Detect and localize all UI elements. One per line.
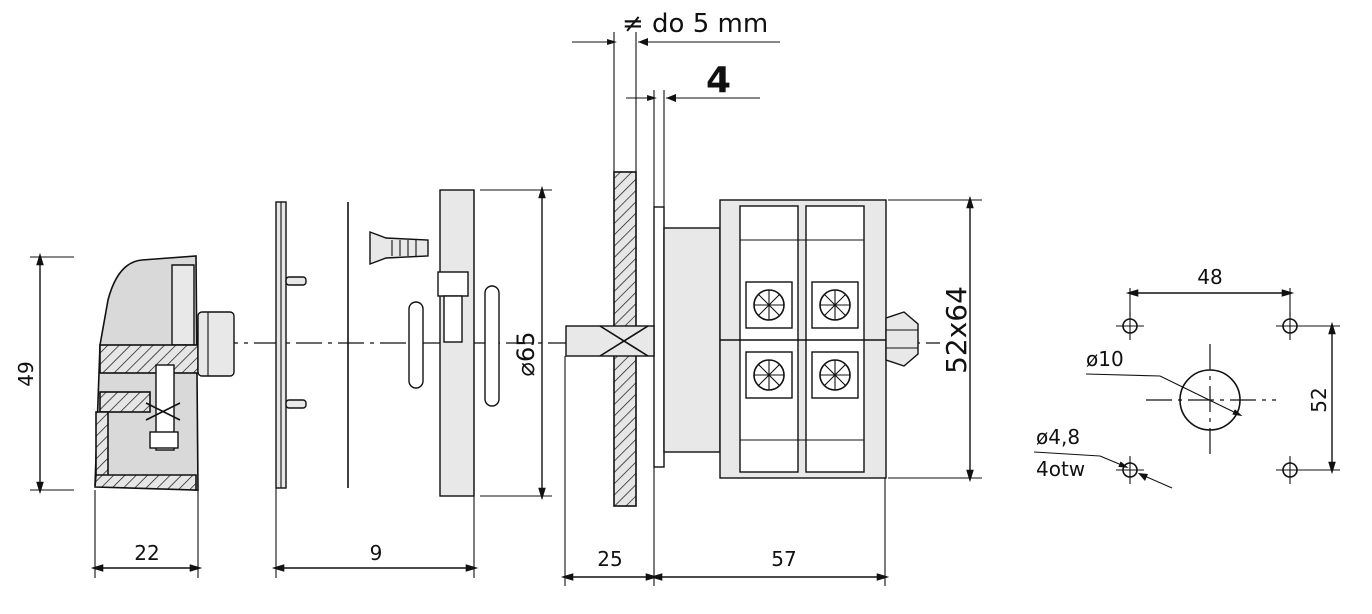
center-hole [1146, 344, 1276, 460]
dimension-plate-4: 4 [626, 60, 760, 207]
spacing-52-text: 52 [1307, 387, 1331, 412]
seal-plate [653, 206, 665, 468]
dim-25-text: 25 [597, 547, 622, 571]
dim-52x64-text: 52x64 [940, 286, 973, 374]
dimension-22: 22 [90, 490, 203, 578]
holes-diameter-text: ø4,8 [1036, 425, 1080, 449]
knob [94, 255, 235, 491]
dim-22-text: 22 [134, 541, 159, 565]
switch-body [663, 199, 919, 479]
hole-bottom-right [1276, 456, 1304, 484]
terminal-screw-2 [811, 281, 859, 329]
center-hole-text: ø10 [1086, 347, 1124, 371]
dimension-25: 25 [560, 356, 659, 586]
adapter-disk [437, 189, 475, 497]
mounting-pattern: 48 52 ø10 [1033, 265, 1340, 489]
spacing-48-text: 48 [1197, 265, 1222, 289]
screw [369, 230, 429, 266]
dim-4-text: 4 [706, 60, 731, 101]
dimension-49: 49 [14, 252, 74, 495]
dimension-57: 57 [649, 478, 890, 586]
dim-gap-text: ≠ do 5 mm [622, 9, 768, 39]
nut [885, 311, 919, 367]
hole-bottom-left [1116, 456, 1144, 484]
dimension-52x64: 52x64 [888, 195, 982, 483]
slot-left [408, 301, 424, 389]
dim-65-text: ⌀65 [512, 332, 540, 377]
terminal-screw-3 [745, 351, 793, 399]
terminal-screw-4 [811, 351, 859, 399]
dim-57-text: 57 [771, 547, 796, 571]
dimension-panel-gap: ≠ do 5 mm [572, 9, 780, 172]
hole-top-left [1116, 312, 1144, 340]
holes-count-text: 4otw [1036, 457, 1085, 481]
dimension-65: ⌀65 [480, 185, 552, 501]
slot-right [484, 285, 500, 407]
dim-49-text: 49 [14, 361, 38, 386]
shaft [565, 325, 655, 357]
hole-top-right [1276, 312, 1304, 340]
dimension-9: 9 [271, 488, 479, 578]
front-plate [275, 201, 349, 489]
dim-9-text: 9 [370, 541, 383, 565]
terminal-screw-1 [745, 281, 793, 329]
